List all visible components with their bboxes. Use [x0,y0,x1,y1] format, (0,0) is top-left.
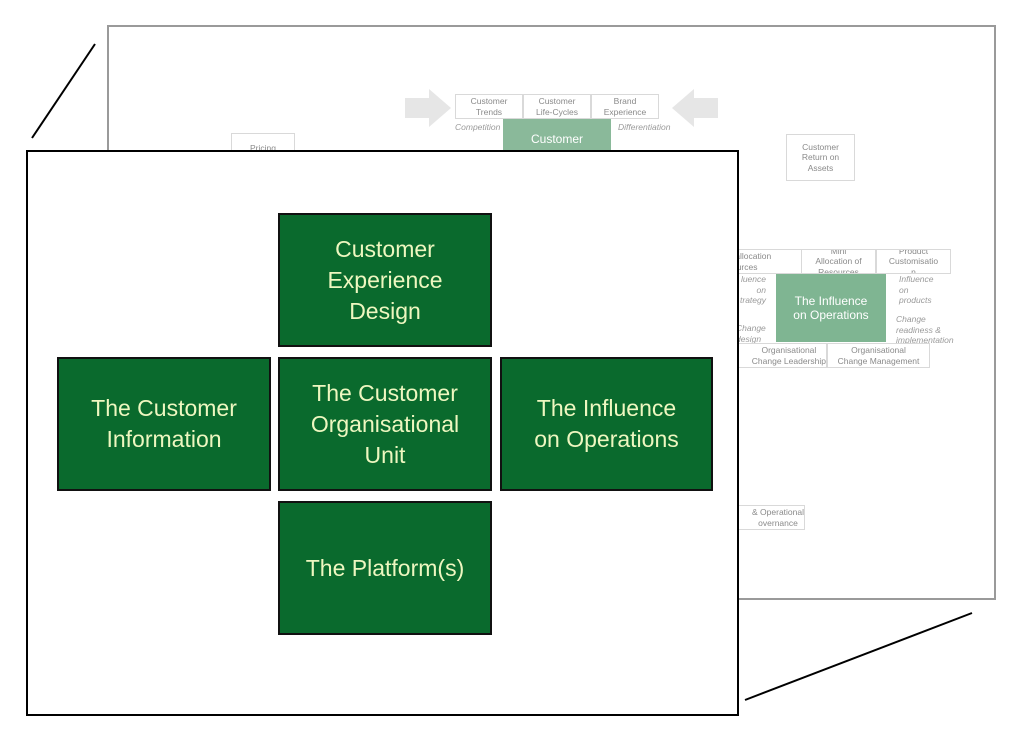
change-management-box: Organisational Change Management [827,343,930,368]
mini-allocation-box: Mini Allocation of Resources [801,249,876,274]
customer-trends-box: Customer Trends [455,94,523,119]
competition-label: Competition [455,122,501,132]
customer-life-cycles-box: Customer Life-Cycles [523,94,591,119]
change-leadership-box: Organisational Change Leadership [722,343,827,368]
change-design-label: Change design [736,323,766,344]
influence-on-operations-box: The Influence on Operations [500,357,713,491]
product-customisation-box: Product Customisatio n [876,249,951,274]
differentiation-label: Differentiation [618,122,671,132]
front-slide: Customer Experience Design The Customer … [26,150,739,716]
influence-on-operations-faint-box: The Influence on Operations [776,274,886,342]
left-arrow-icon [672,89,718,127]
customer-green-box-faint: Customer [503,119,611,153]
customer-return-on-assets-box: Customer Return on Assets [786,134,855,181]
change-readiness-label: Change readiness & implementation [896,314,954,345]
influence-on-products-label: Influence on products [899,274,934,305]
perspective-line-top-left [31,43,96,139]
influence-on-strategy-label: luence on trategy [740,274,766,305]
perspective-line-bottom-right [744,612,973,701]
right-arrow-icon [405,89,451,127]
platforms-box: The Platform(s) [278,501,492,635]
customer-experience-design-box: Customer Experience Design [278,213,492,347]
customer-organisational-unit-box: The Customer Organisational Unit [278,357,492,491]
brand-experience-box: Brand Experience [591,94,659,119]
customer-information-box: The Customer Information [57,357,271,491]
